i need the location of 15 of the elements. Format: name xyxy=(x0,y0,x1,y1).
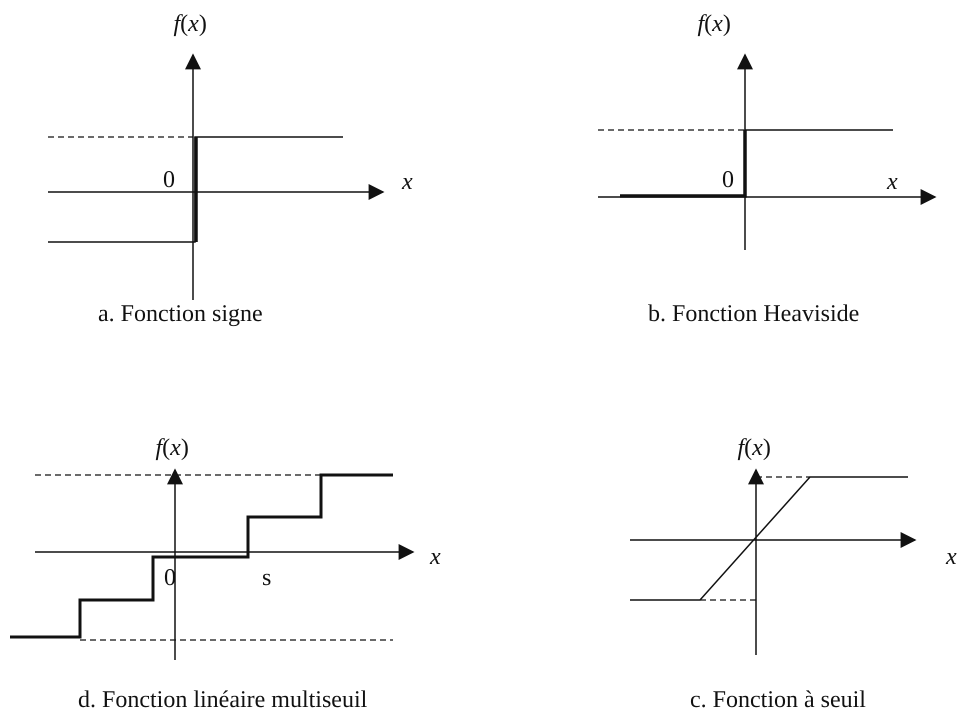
axis-label: f(x) xyxy=(156,436,189,460)
axis-label: f(x) xyxy=(698,12,731,36)
axis-label: x xyxy=(430,545,441,569)
axis-label: f(x) xyxy=(174,12,207,36)
caption: d. Fonction linéaire multiseuil xyxy=(78,688,368,712)
origin-label: 0 xyxy=(722,168,734,192)
origin-label: 0 xyxy=(163,168,175,192)
axis-label: x xyxy=(402,170,413,194)
axis-label: f(x) xyxy=(738,436,771,460)
threshold-label: s xyxy=(262,566,272,590)
caption: b. Fonction Heaviside xyxy=(648,302,860,326)
axis-label: x xyxy=(946,545,957,569)
caption: a. Fonction signe xyxy=(98,302,263,326)
caption: c. Fonction à seuil xyxy=(690,688,866,712)
axis-label: x xyxy=(887,170,898,194)
